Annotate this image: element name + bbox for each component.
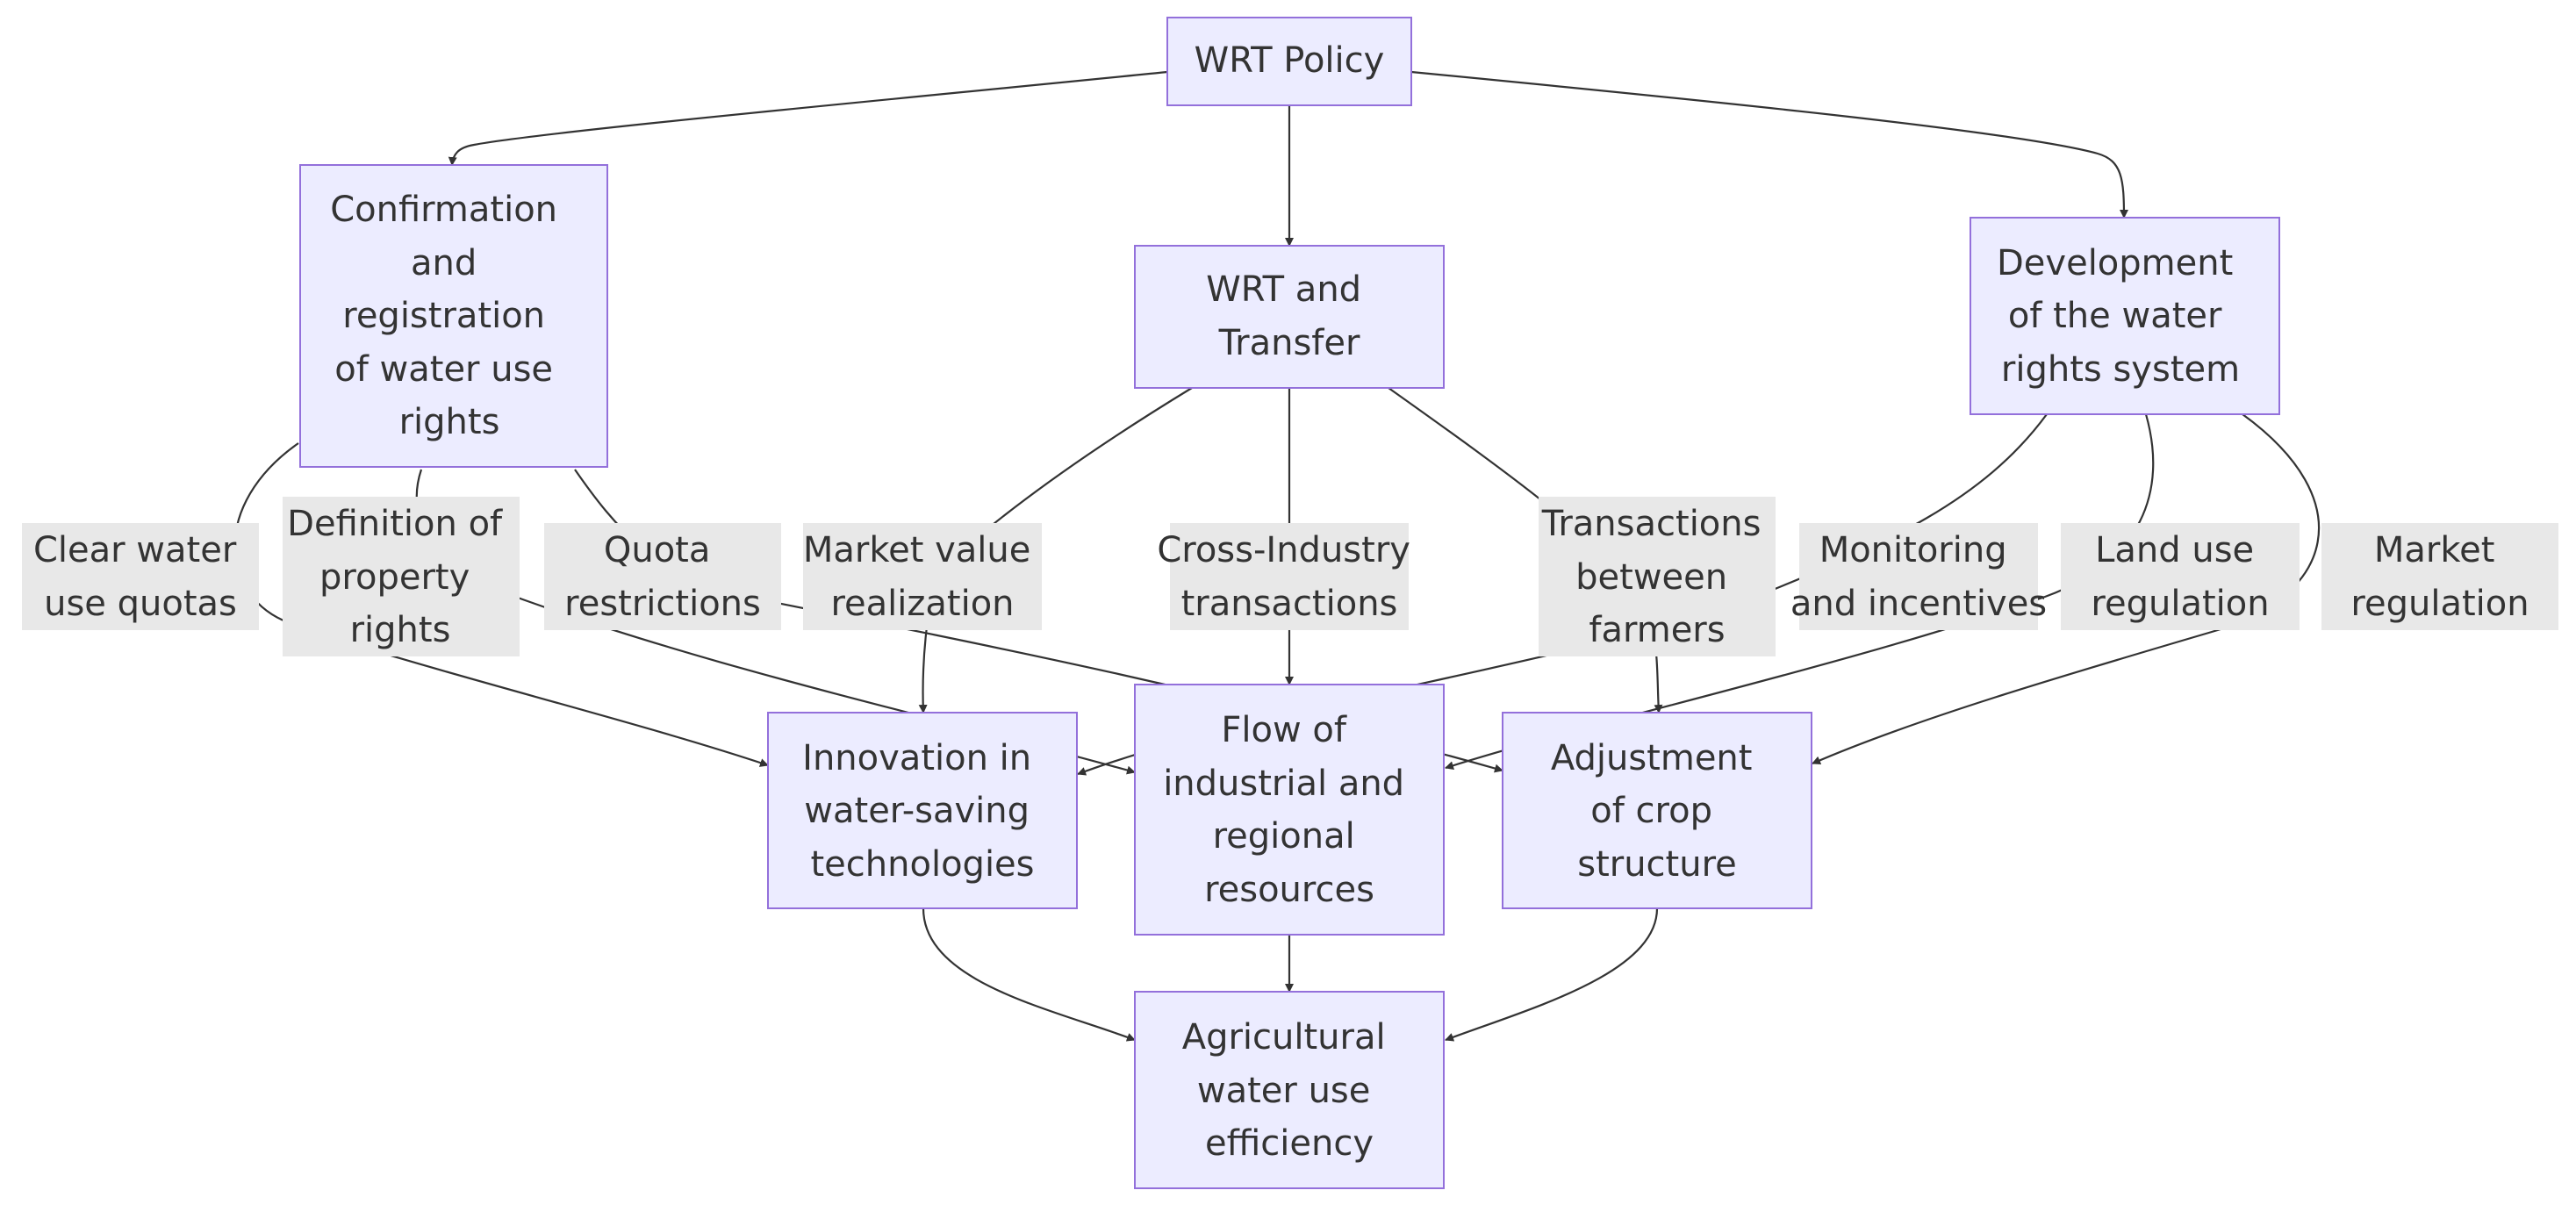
label-box-cross-industry xyxy=(1170,523,1409,630)
node-wrt-and-transfer-label: WRT and Transfer xyxy=(1206,269,1373,363)
edge-label-clear-water-use-quotas: Clear water use quotas xyxy=(33,530,248,624)
edge-policy-to-development xyxy=(1410,70,2128,219)
label-box-monitoring xyxy=(1799,523,2038,630)
node-innovation-water-saving: Innovation in water-saving technologies xyxy=(767,712,1078,909)
edge-label-monitoring-and-incentives: Monitoring and incentives xyxy=(1790,530,2047,624)
node-development-water-rights: Development of the water rights system xyxy=(1970,217,2280,415)
node-wrt-policy-label: WRT Policy xyxy=(1195,40,1385,81)
node-confirmation-registration-label: Confirmation and registration of water u… xyxy=(330,190,569,442)
edge-label-transactions-between-farmers: Transactions between farmers xyxy=(1541,504,1772,650)
edge-development-market-regulation-to-adjustment xyxy=(1812,413,2321,765)
edge-adjustment-to-efficiency xyxy=(1445,907,1659,1042)
node-adjustment-crop-structure: Adjustment of crop structure xyxy=(1502,712,1812,909)
edge-label-definition-of-property-rights: Definition of property rights xyxy=(287,504,513,650)
nodes: WRT Policy Confirmation and registration… xyxy=(299,17,2280,1189)
node-confirmation-registration: Confirmation and registration of water u… xyxy=(299,164,608,468)
label-box-definition-property xyxy=(283,497,520,656)
edge-label-market-regulation: Market regulation xyxy=(2350,530,2529,624)
node-flow-industrial-regional-label: Flow of industrial and regional resource… xyxy=(1163,710,1416,910)
label-box-clear-quotas xyxy=(22,523,259,630)
label-box-market-value xyxy=(803,523,1042,630)
node-wrt-and-transfer: WRT and Transfer xyxy=(1134,245,1445,389)
node-innovation-water-saving-label: Innovation in water-saving technologies xyxy=(802,738,1043,885)
edge-label-land-use-regulation: Land use regulation xyxy=(2091,530,2269,624)
edge-policy-to-confirmation xyxy=(448,70,1168,166)
node-development-water-rights-label: Development of the water rights system xyxy=(1997,243,2244,390)
edge-label-cross-industry-transactions: Cross-Industry transactions xyxy=(1157,530,1421,624)
node-agricultural-water-efficiency-label: Agricultural water use efficiency xyxy=(1182,1017,1397,1164)
edge-innovation-to-efficiency xyxy=(922,907,1136,1042)
label-box-market-regulation xyxy=(2321,523,2558,630)
node-flow-industrial-regional: Flow of industrial and regional resource… xyxy=(1134,684,1445,936)
node-adjustment-crop-structure-label: Adjustment of crop structure xyxy=(1551,738,1763,885)
label-box-land-use xyxy=(2061,523,2300,630)
edge-label-quota-restrictions: Quota restrictions xyxy=(564,530,761,624)
label-box-quota-restrictions xyxy=(544,523,781,630)
node-wrt-policy: WRT Policy xyxy=(1166,17,1412,106)
edge-label-market-value-realization: Market value realization xyxy=(803,530,1042,624)
label-box-between-farmers xyxy=(1539,497,1776,656)
node-agricultural-water-efficiency: Agricultural water use efficiency xyxy=(1134,991,1445,1189)
edge-labels: Clear water use quotas Definition of pro… xyxy=(22,497,2558,656)
